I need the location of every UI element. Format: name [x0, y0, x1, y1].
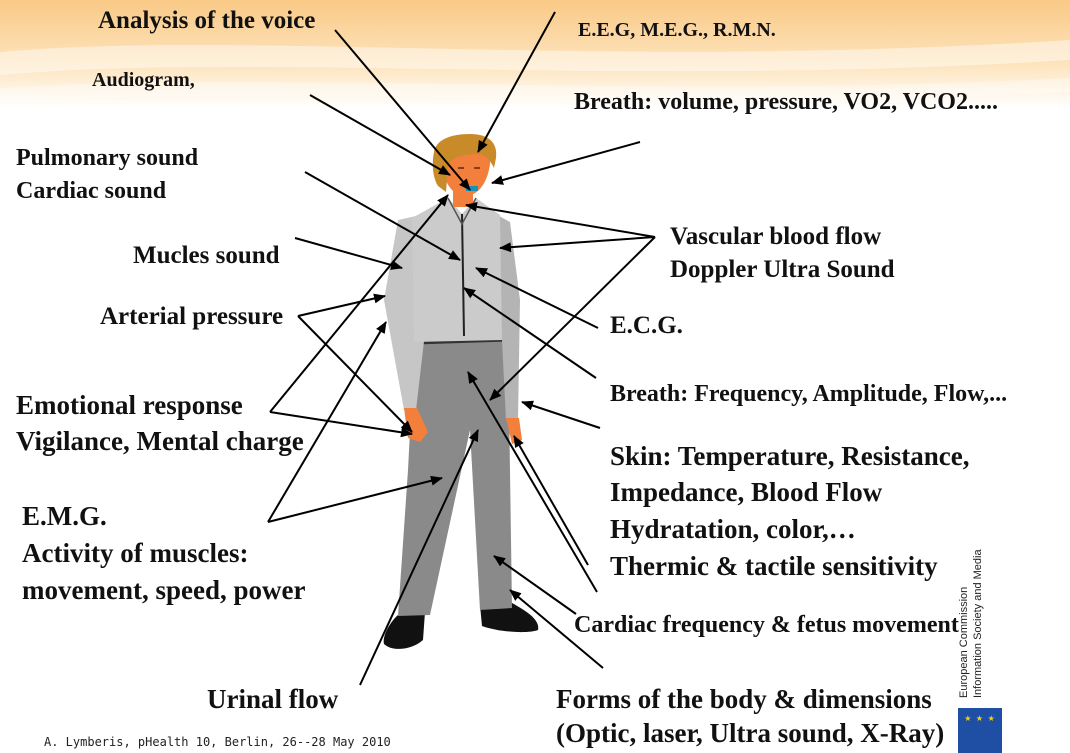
label-activity-muscles: Activity of muscles: [22, 540, 248, 567]
label-skin-3: Hydratation, color,… [610, 516, 856, 543]
label-vigilance: Vigilance, Mental charge [16, 428, 304, 455]
label-eeg: E.E.G, M.E.G., R.M.N. [578, 20, 776, 40]
label-breath-frequency: Breath: Frequency, Amplitude, Flow,... [610, 382, 1007, 406]
shirt [412, 198, 502, 342]
eu-flag-icon: ★ ★ ★ [958, 708, 1002, 753]
label-mucles-sound: Mucles sound [133, 243, 280, 268]
label-emg: E.M.G. [22, 503, 107, 530]
label-doppler: Doppler Ultra Sound [670, 257, 895, 282]
label-emotional-response: Emotional response [16, 392, 243, 419]
label-cardiac-sound: Cardiac sound [16, 179, 166, 203]
label-movement-speed: movement, speed, power [22, 577, 305, 604]
label-urinal-flow: Urinal flow [207, 686, 338, 713]
label-pulmonary-sound: Pulmonary sound [16, 146, 198, 170]
label-skin-1: Skin: Temperature, Resistance, [610, 443, 970, 470]
label-analysis-voice: Analysis of the voice [98, 8, 315, 33]
label-audiogram: Audiogram, [92, 70, 195, 90]
ec-logo-line1: European Commission [958, 587, 970, 698]
ec-logo-line2: Information Society and Media [972, 549, 984, 698]
label-vascular-blood-flow: Vascular blood flow [670, 224, 881, 249]
label-breath-volume: Breath: volume, pressure, VO2, VCO2..... [574, 90, 998, 114]
label-optic-laser: (Optic, laser, Ultra sound, X-Ray) [556, 720, 944, 747]
label-forms-body: Forms of the body & dimensions [556, 686, 932, 713]
footer-citation: A. Lymberis, pHealth 10, Berlin, 26--28 … [44, 735, 391, 749]
label-arterial-pressure: Arterial pressure [100, 304, 283, 329]
label-cardiac-frequency: Cardiac frequency & fetus movement [574, 613, 959, 637]
ec-logo: European Commission Information Society … [954, 548, 1020, 708]
left-shoe [384, 612, 425, 649]
label-skin-2: Impedance, Blood Flow [610, 479, 882, 506]
label-skin-4: Thermic & tactile sensitivity [610, 553, 938, 580]
label-ecg: E.C.G. [610, 313, 683, 338]
